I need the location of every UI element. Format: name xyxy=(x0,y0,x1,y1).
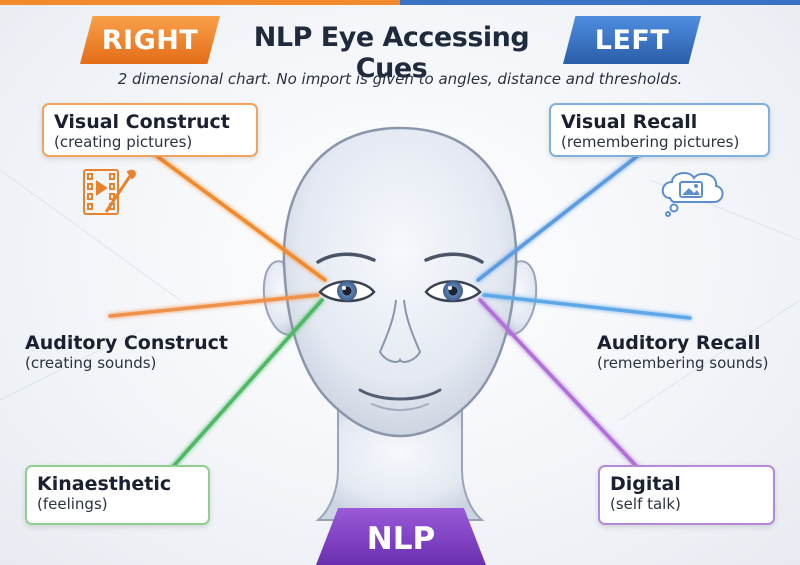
nose xyxy=(378,299,422,363)
top-accent-bar-left xyxy=(0,0,400,5)
auditory-construct-label: Auditory Construct (creating sounds) xyxy=(25,332,245,373)
line-kinaesthetic xyxy=(168,298,324,472)
head-outline xyxy=(282,126,518,438)
right-side-tag: RIGHT xyxy=(80,16,220,64)
visual-construct-title: Visual Construct xyxy=(54,111,230,133)
visual-recall-subtitle: (remembering pictures) xyxy=(561,133,740,151)
visual-construct-box: Visual Construct (creating pictures) xyxy=(42,103,258,157)
auditory-construct-title: Auditory Construct xyxy=(25,332,229,354)
visual-construct-subtitle: (creating pictures) xyxy=(54,133,193,151)
digital-box: Digital (self talk) xyxy=(598,465,775,525)
left-eye xyxy=(318,280,376,303)
line-visual-construct xyxy=(133,138,327,282)
page-title: NLP Eye Accessing Cues xyxy=(253,22,530,84)
film-brush-icon xyxy=(83,169,136,215)
line-auditory-construct xyxy=(108,293,320,318)
line-auditory-recall xyxy=(482,293,692,320)
top-accent-bar xyxy=(0,0,800,5)
page-subtitle: 2 dimensional chart. No import is given … xyxy=(117,70,683,88)
kinaesthetic-title: Kinaesthetic xyxy=(37,473,172,495)
digital-title: Digital xyxy=(610,473,681,495)
digital-subtitle: (self talk) xyxy=(610,495,681,513)
line-digital xyxy=(478,298,642,472)
visual-recall-title: Visual Recall xyxy=(561,111,698,133)
head-neck xyxy=(315,409,485,521)
auditory-construct-subtitle: (creating sounds) xyxy=(25,354,157,372)
auditory-recall-label: Auditory Recall (remembering sounds) xyxy=(597,332,797,373)
right-eye xyxy=(424,280,482,303)
nlp-badge: NLP xyxy=(316,508,486,565)
kinaesthetic-box: Kinaesthetic (feelings) xyxy=(25,465,210,525)
thought-bubble-picture-icon xyxy=(661,172,724,217)
background-lines xyxy=(0,169,800,421)
cue-lines xyxy=(108,138,692,472)
line-visual-recall xyxy=(476,138,660,282)
kinaesthetic-subtitle: (feelings) xyxy=(37,495,108,513)
left-side-tag: LEFT xyxy=(563,16,701,64)
auditory-recall-title: Auditory Recall xyxy=(597,332,761,354)
auditory-recall-subtitle: (remembering sounds) xyxy=(597,354,769,372)
mouth xyxy=(358,388,442,411)
top-accent-bar-right xyxy=(400,0,800,5)
visual-recall-box: Visual Recall (remembering pictures) xyxy=(549,103,770,157)
eyebrows xyxy=(316,252,484,264)
